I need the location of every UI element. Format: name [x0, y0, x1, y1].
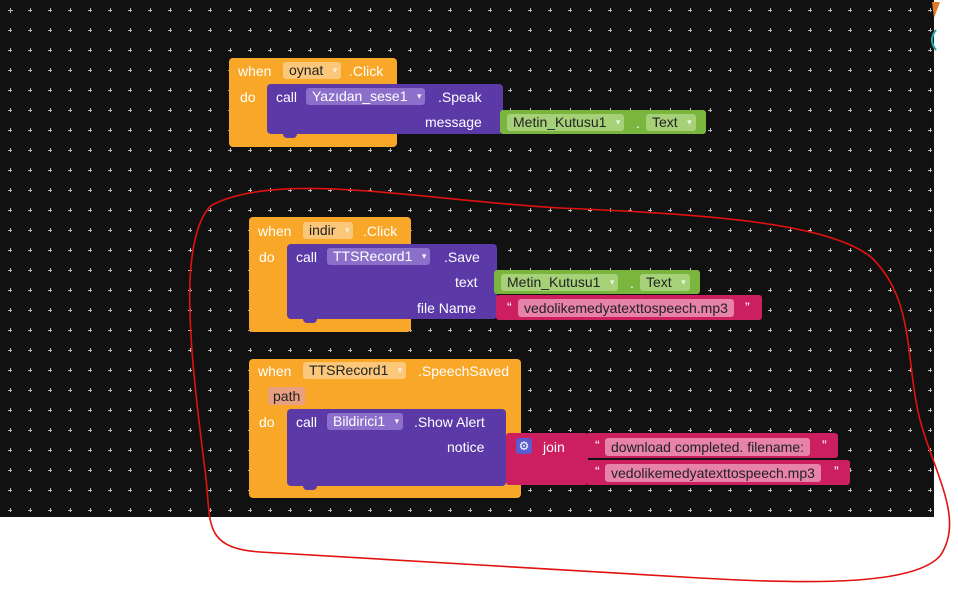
- component-dropdown-ttsrecord1[interactable]: TTSRecord1 ▾: [327, 248, 431, 265]
- component-name: Yazıdan_sese1: [312, 88, 408, 104]
- call-label: call: [296, 249, 318, 265]
- do-label: do: [240, 89, 256, 105]
- chevron-down-icon: ▾: [681, 277, 686, 287]
- arg-label-message: message: [425, 114, 482, 130]
- chevron-down-icon: ▾: [687, 117, 692, 127]
- property-name: Text: [646, 274, 672, 290]
- arg-label-text: text: [455, 274, 478, 290]
- property-dot: .: [636, 115, 640, 131]
- property-dropdown-text[interactable]: Text ▾: [640, 274, 690, 291]
- event-name: .SpeechSaved: [418, 363, 510, 379]
- string-value[interactable]: download completed. filename:: [605, 438, 811, 456]
- chevron-down-icon: ▾: [609, 277, 615, 287]
- component-dropdown-oynat[interactable]: oynat ▾: [283, 62, 342, 79]
- chevron-down-icon: ▾: [394, 416, 400, 426]
- quote-close-icon: ”: [822, 437, 827, 453]
- component-dropdown-ttsrecord1[interactable]: TTSRecord1 ▾: [303, 362, 407, 379]
- block-connector: [303, 318, 317, 323]
- component-name: Metin_Kutusu1: [507, 274, 601, 290]
- component-name: oynat: [289, 62, 324, 78]
- chevron-down-icon: ▾: [416, 91, 422, 101]
- component-name: TTSRecord1: [333, 248, 413, 264]
- call-label: call: [296, 414, 318, 430]
- property-dropdown-text[interactable]: Text ▾: [646, 114, 696, 131]
- component-dropdown-metin-kutusu1[interactable]: Metin_Kutusu1 ▾: [507, 114, 625, 131]
- arg-label-notice: notice: [447, 439, 485, 455]
- do-label: do: [259, 414, 275, 430]
- method-name: .Show Alert: [414, 414, 485, 430]
- string-value[interactable]: vedolikemedyatexttospeech.mp3: [605, 464, 821, 482]
- method-name: .Save: [444, 249, 480, 265]
- chevron-down-icon: ▾: [332, 65, 338, 75]
- method-name: .Speak: [438, 89, 482, 105]
- event-name: .Click: [363, 223, 398, 239]
- chevron-down-icon: ▾: [397, 365, 403, 375]
- event-name: .Click: [349, 63, 384, 79]
- quote-open-icon: “: [595, 463, 600, 479]
- gear-icon[interactable]: ⚙: [516, 438, 532, 454]
- call-label: call: [276, 89, 298, 105]
- quote-open-icon: “: [507, 299, 512, 315]
- when-label: when: [258, 223, 292, 239]
- component-dropdown-yazidan-sese1[interactable]: Yazıdan_sese1 ▾: [306, 88, 426, 105]
- chevron-down-icon: ▾: [421, 251, 427, 261]
- string-value[interactable]: vedolikemedyatexttospeech.mp3: [518, 299, 734, 317]
- block-connector: [303, 485, 317, 490]
- block-connector: [283, 133, 297, 138]
- when-label: when: [238, 63, 272, 79]
- property-name: Text: [652, 114, 678, 130]
- blocks-workspace[interactable]: when oynat ▾ .Click do call Yazıdan_sese1…: [0, 0, 934, 517]
- property-dot: .: [630, 275, 634, 291]
- chevron-down-icon: ▾: [615, 117, 621, 127]
- quote-close-icon: ”: [834, 463, 839, 479]
- component-dropdown-indir[interactable]: indir ▾: [303, 222, 354, 239]
- component-name: indir: [309, 222, 336, 238]
- quote-open-icon: “: [595, 437, 600, 453]
- do-label: do: [259, 249, 275, 265]
- component-dropdown-metin-kutusu1[interactable]: Metin_Kutusu1 ▾: [501, 274, 619, 291]
- when-label: when: [258, 363, 292, 379]
- component-name: TTSRecord1: [309, 362, 389, 378]
- component-name: Bildirici1: [333, 413, 386, 429]
- event-parameter-path[interactable]: path: [268, 387, 306, 405]
- arg-label-file-name: file Name: [417, 300, 477, 316]
- quote-close-icon: ”: [745, 299, 750, 315]
- component-dropdown-bildirici1[interactable]: Bildirici1 ▾: [327, 413, 404, 430]
- workspace-corner-icon: [931, 2, 940, 51]
- chevron-down-icon: ▾: [344, 225, 350, 235]
- join-label: join: [543, 439, 565, 455]
- component-name: Metin_Kutusu1: [513, 114, 607, 130]
